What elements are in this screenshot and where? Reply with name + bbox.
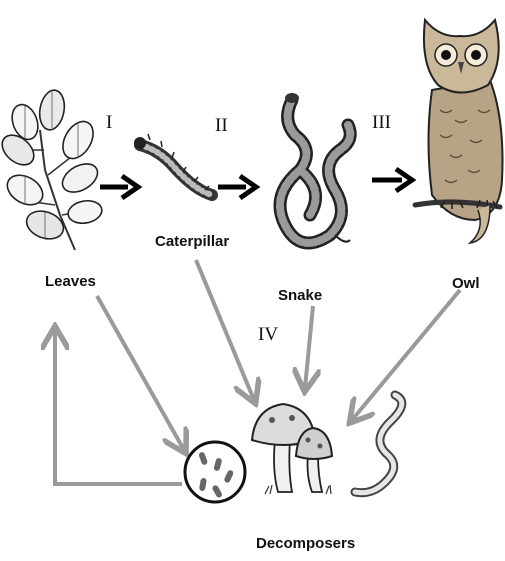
arrow-snake-to-owl xyxy=(372,169,412,191)
step-four-label: IV xyxy=(258,324,278,345)
caterpillar-illustration xyxy=(134,134,212,195)
bacteria-illustration xyxy=(185,442,245,502)
arrow-leaves-to-caterpillar xyxy=(100,176,138,198)
caterpillar-label: Caterpillar xyxy=(155,233,229,250)
snake-illustration xyxy=(280,93,350,243)
arrow-caterpillar-to-decomposers xyxy=(196,260,254,400)
step-one-label: I xyxy=(106,112,112,133)
step-two-label: II xyxy=(215,115,228,136)
arrow-caterpillar-to-snake xyxy=(218,176,256,198)
decomposition-arrows xyxy=(55,260,460,484)
arrow-snake-to-decomposers xyxy=(305,306,313,388)
step-three-label: III xyxy=(372,112,391,133)
owl-label: Owl xyxy=(452,275,480,292)
snake-label: Snake xyxy=(278,287,322,304)
arrow-owl-to-decomposers xyxy=(352,290,460,420)
leaves-illustration xyxy=(0,88,104,250)
decomposers-label: Decomposers xyxy=(256,535,355,552)
arrow-decomposers-to-leaves xyxy=(55,330,182,484)
mushroom-illustration xyxy=(252,404,332,494)
arrow-leaves-to-decomposers xyxy=(97,296,184,450)
leaves-label: Leaves xyxy=(45,273,96,290)
owl-illustration xyxy=(415,20,503,243)
